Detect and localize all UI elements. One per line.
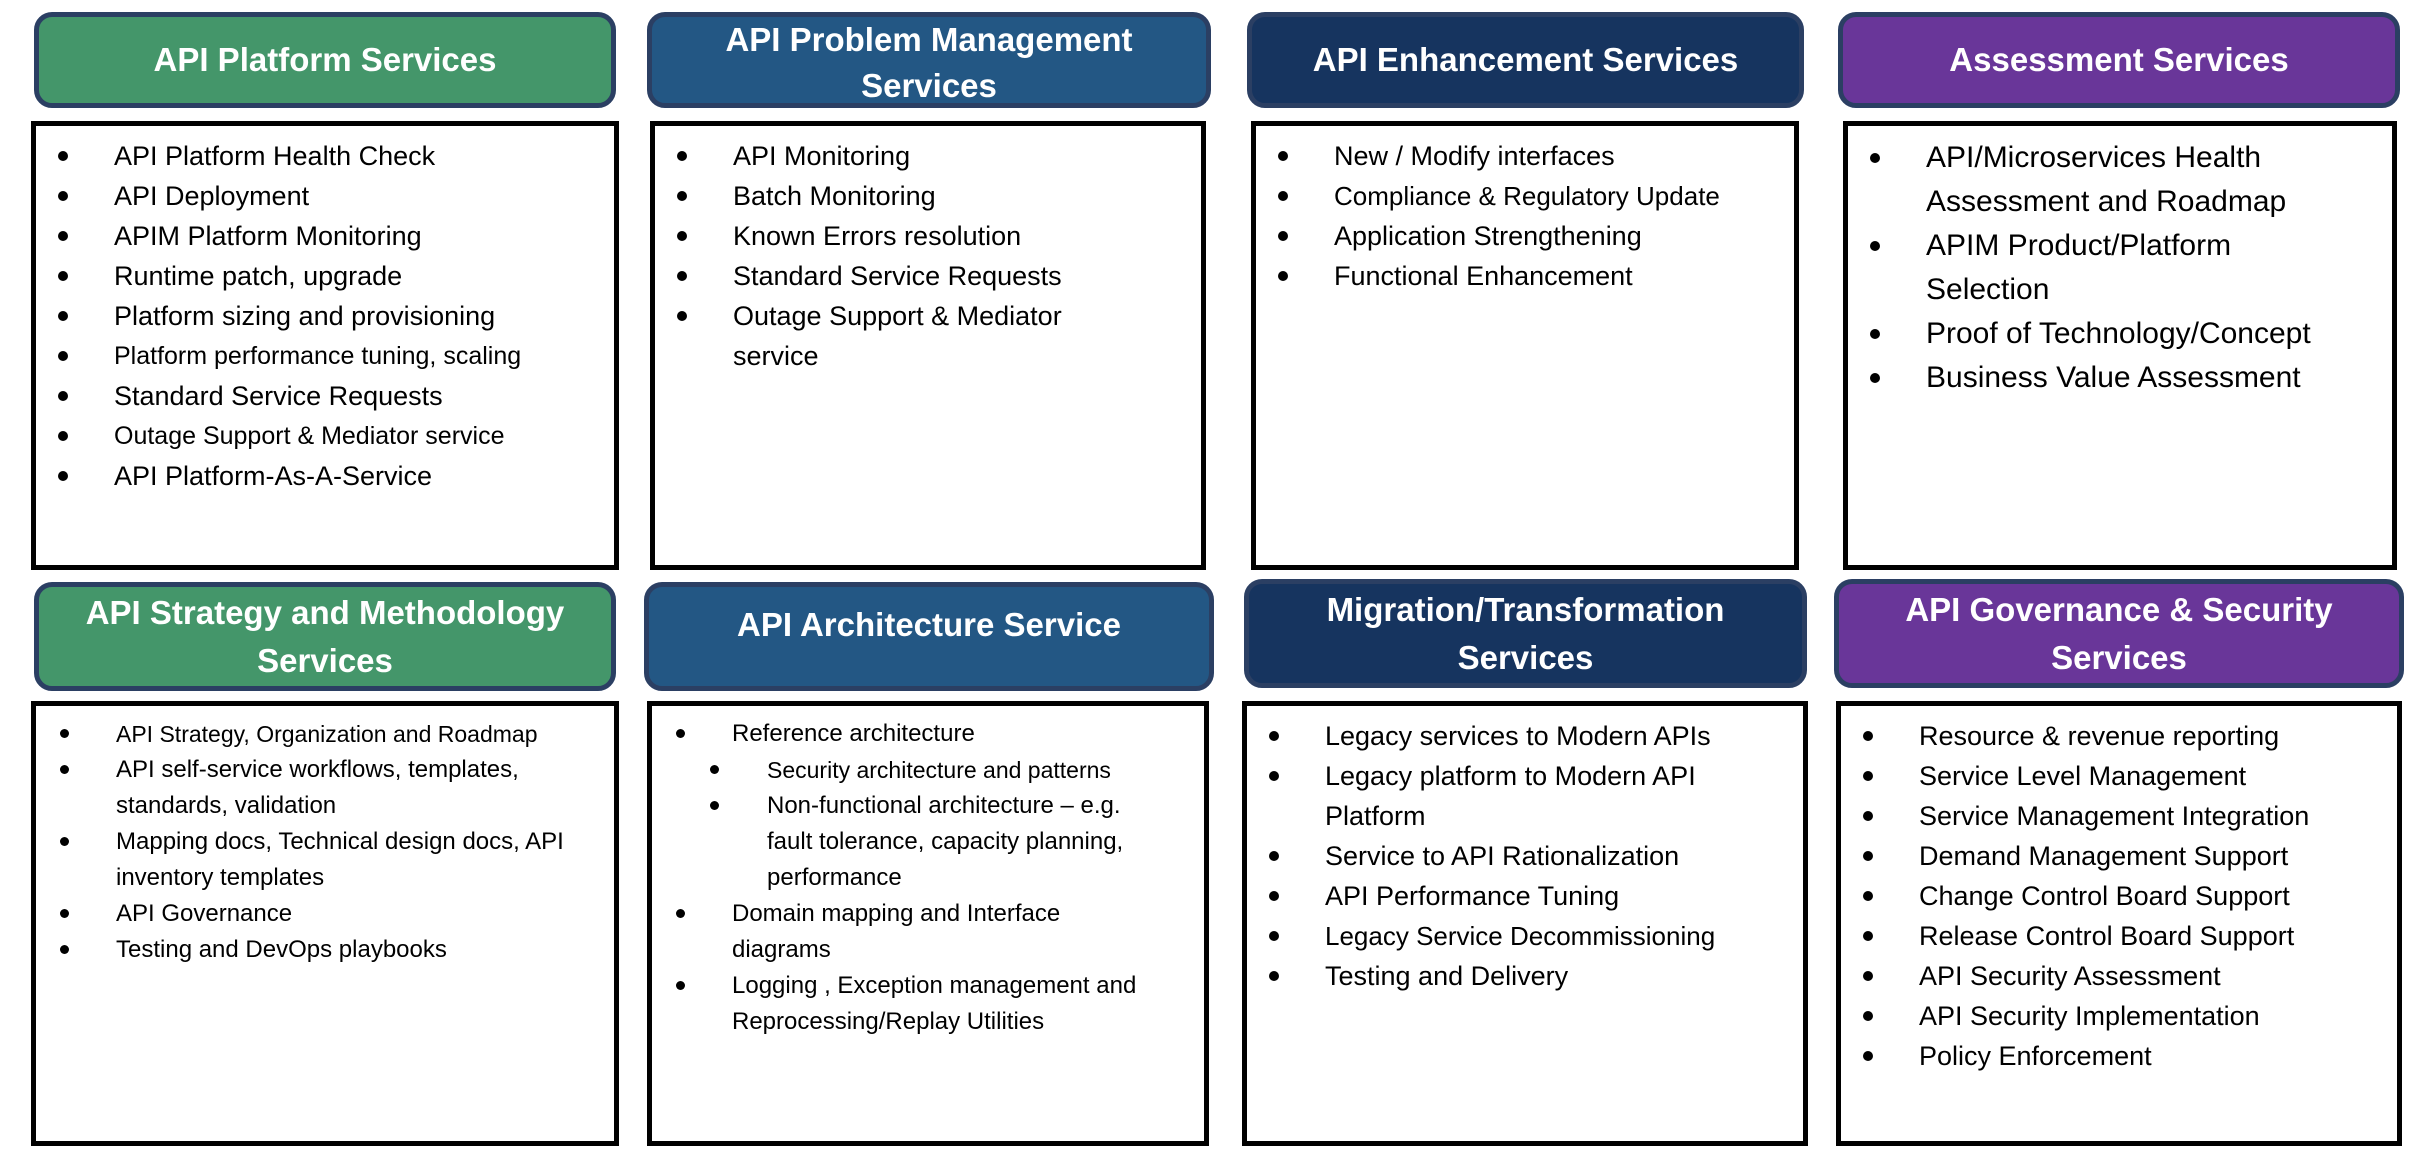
card-title: Assessment Services	[1949, 41, 2289, 78]
list-item: Runtime patch, upgrade	[36, 256, 604, 296]
card-header-api-platform-services: API Platform Services	[34, 12, 616, 108]
card-body-api-enhancement-services: New / Modify interfaces Compliance & Reg…	[1251, 121, 1799, 570]
list-item: API Security Assessment	[1841, 956, 2387, 996]
card-title: Migration/Transformation Services	[1326, 590, 1725, 676]
list-item: Service to API Rationalization	[1247, 836, 1793, 876]
list-item: API Deployment	[36, 176, 604, 216]
list-item: Functional Enhancement	[1256, 256, 1784, 296]
list-item: Service Management Integration	[1841, 796, 2387, 836]
list-item: Mapping docs, Technical design docs, API…	[36, 824, 604, 896]
list-item: Platform performance tuning, scaling	[36, 336, 604, 376]
list-item: API Governance	[36, 896, 604, 932]
list-item: API Monitoring	[655, 136, 1191, 176]
list-item: Platform sizing and provisioning	[36, 296, 604, 336]
list-item: API Strategy, Organization and Roadmap	[36, 716, 604, 752]
card-header-migration-transformation-services: Migration/Transformation Services	[1244, 579, 1807, 688]
card-title: API Architecture Service	[737, 606, 1121, 643]
list-item: APIM Product/Platform Selection	[1848, 224, 2382, 312]
list-item: Outage Support & Mediator service	[36, 416, 604, 456]
card-body-api-strategy-methodology-services: API Strategy, Organization and Roadmap A…	[31, 701, 619, 1146]
list-item: Service Level Management	[1841, 756, 2387, 796]
list-item: Compliance & Regulatory Update	[1256, 176, 1784, 216]
list-item: Testing and DevOps playbooks	[36, 932, 604, 968]
card-body-api-governance-security-services: Resource & revenue reporting Service Lev…	[1836, 701, 2402, 1146]
list-item: API/Microservices Health Assessment and …	[1848, 136, 2382, 224]
card-title: API Enhancement Services	[1312, 41, 1739, 78]
list-item: API Security Implementation	[1841, 996, 2387, 1036]
list-subitem: Security architecture and patterns	[652, 752, 1194, 788]
list-item: New / Modify interfaces	[1256, 136, 1784, 176]
card-title: API Strategy and Methodology Services	[85, 593, 565, 679]
list-item: Proof of Technology/Concept	[1848, 312, 2382, 356]
list-item: Resource & revenue reporting	[1841, 716, 2387, 756]
card-title: API Problem Management Services	[725, 21, 1133, 104]
list-item: API Platform Health Check	[36, 136, 604, 176]
list-item: Batch Monitoring	[655, 176, 1191, 216]
list-item: Change Control Board Support	[1841, 876, 2387, 916]
list-item: Release Control Board Support	[1841, 916, 2387, 956]
list-item: Legacy Service Decommissioning	[1247, 916, 1793, 956]
card-header-assessment-services: Assessment Services	[1838, 12, 2400, 108]
list-item: Application Strengthening	[1256, 216, 1784, 256]
card-body-assessment-services: API/Microservices Health Assessment and …	[1843, 121, 2397, 570]
card-body-api-problem-management-services: API Monitoring Batch Monitoring Known Er…	[650, 121, 1206, 570]
list-item: Logging , Exception management and Repro…	[652, 968, 1194, 1040]
card-header-api-problem-management-services: API Problem Management Services	[647, 12, 1211, 108]
card-header-api-enhancement-services: API Enhancement Services	[1247, 12, 1804, 108]
list-item: Known Errors resolution	[655, 216, 1191, 256]
list-item: Reference architecture	[652, 716, 1194, 752]
card-title: API Governance & Security Services	[1905, 590, 2333, 676]
list-item: Legacy platform to Modern API Platform	[1247, 756, 1793, 836]
list-item: Domain mapping and Interface diagrams	[652, 896, 1194, 968]
card-body-migration-transformation-services: Legacy services to Modern APIs Legacy pl…	[1242, 701, 1808, 1146]
card-body-api-architecture-service: Reference architecture Security architec…	[647, 701, 1209, 1146]
card-title: API Platform Services	[153, 41, 497, 78]
card-body-api-platform-services: API Platform Health Check API Deployment…	[31, 121, 619, 570]
card-header-api-architecture-service: API Architecture Service	[644, 582, 1214, 691]
list-item: APIM Platform Monitoring	[36, 216, 604, 256]
list-item: Outage Support & Mediator service	[655, 296, 1191, 376]
list-item: Testing and Delivery	[1247, 956, 1793, 996]
list-item: API self-service workflows, templates, s…	[36, 752, 604, 824]
list-item: Standard Service Requests	[36, 376, 604, 416]
list-item: Standard Service Requests	[655, 256, 1191, 296]
list-item: Policy Enforcement	[1841, 1036, 2387, 1076]
card-header-api-governance-security-services: API Governance & Security Services	[1834, 579, 2404, 688]
list-subitem: Non-functional architecture – e.g. fault…	[652, 788, 1194, 896]
list-item: Legacy services to Modern APIs	[1247, 716, 1793, 756]
list-item: Demand Management Support	[1841, 836, 2387, 876]
list-item: API Platform-As-A-Service	[36, 456, 604, 496]
list-item: Business Value Assessment	[1848, 356, 2382, 400]
card-header-api-strategy-methodology-services: API Strategy and Methodology Services	[34, 582, 616, 691]
list-item: API Performance Tuning	[1247, 876, 1793, 916]
